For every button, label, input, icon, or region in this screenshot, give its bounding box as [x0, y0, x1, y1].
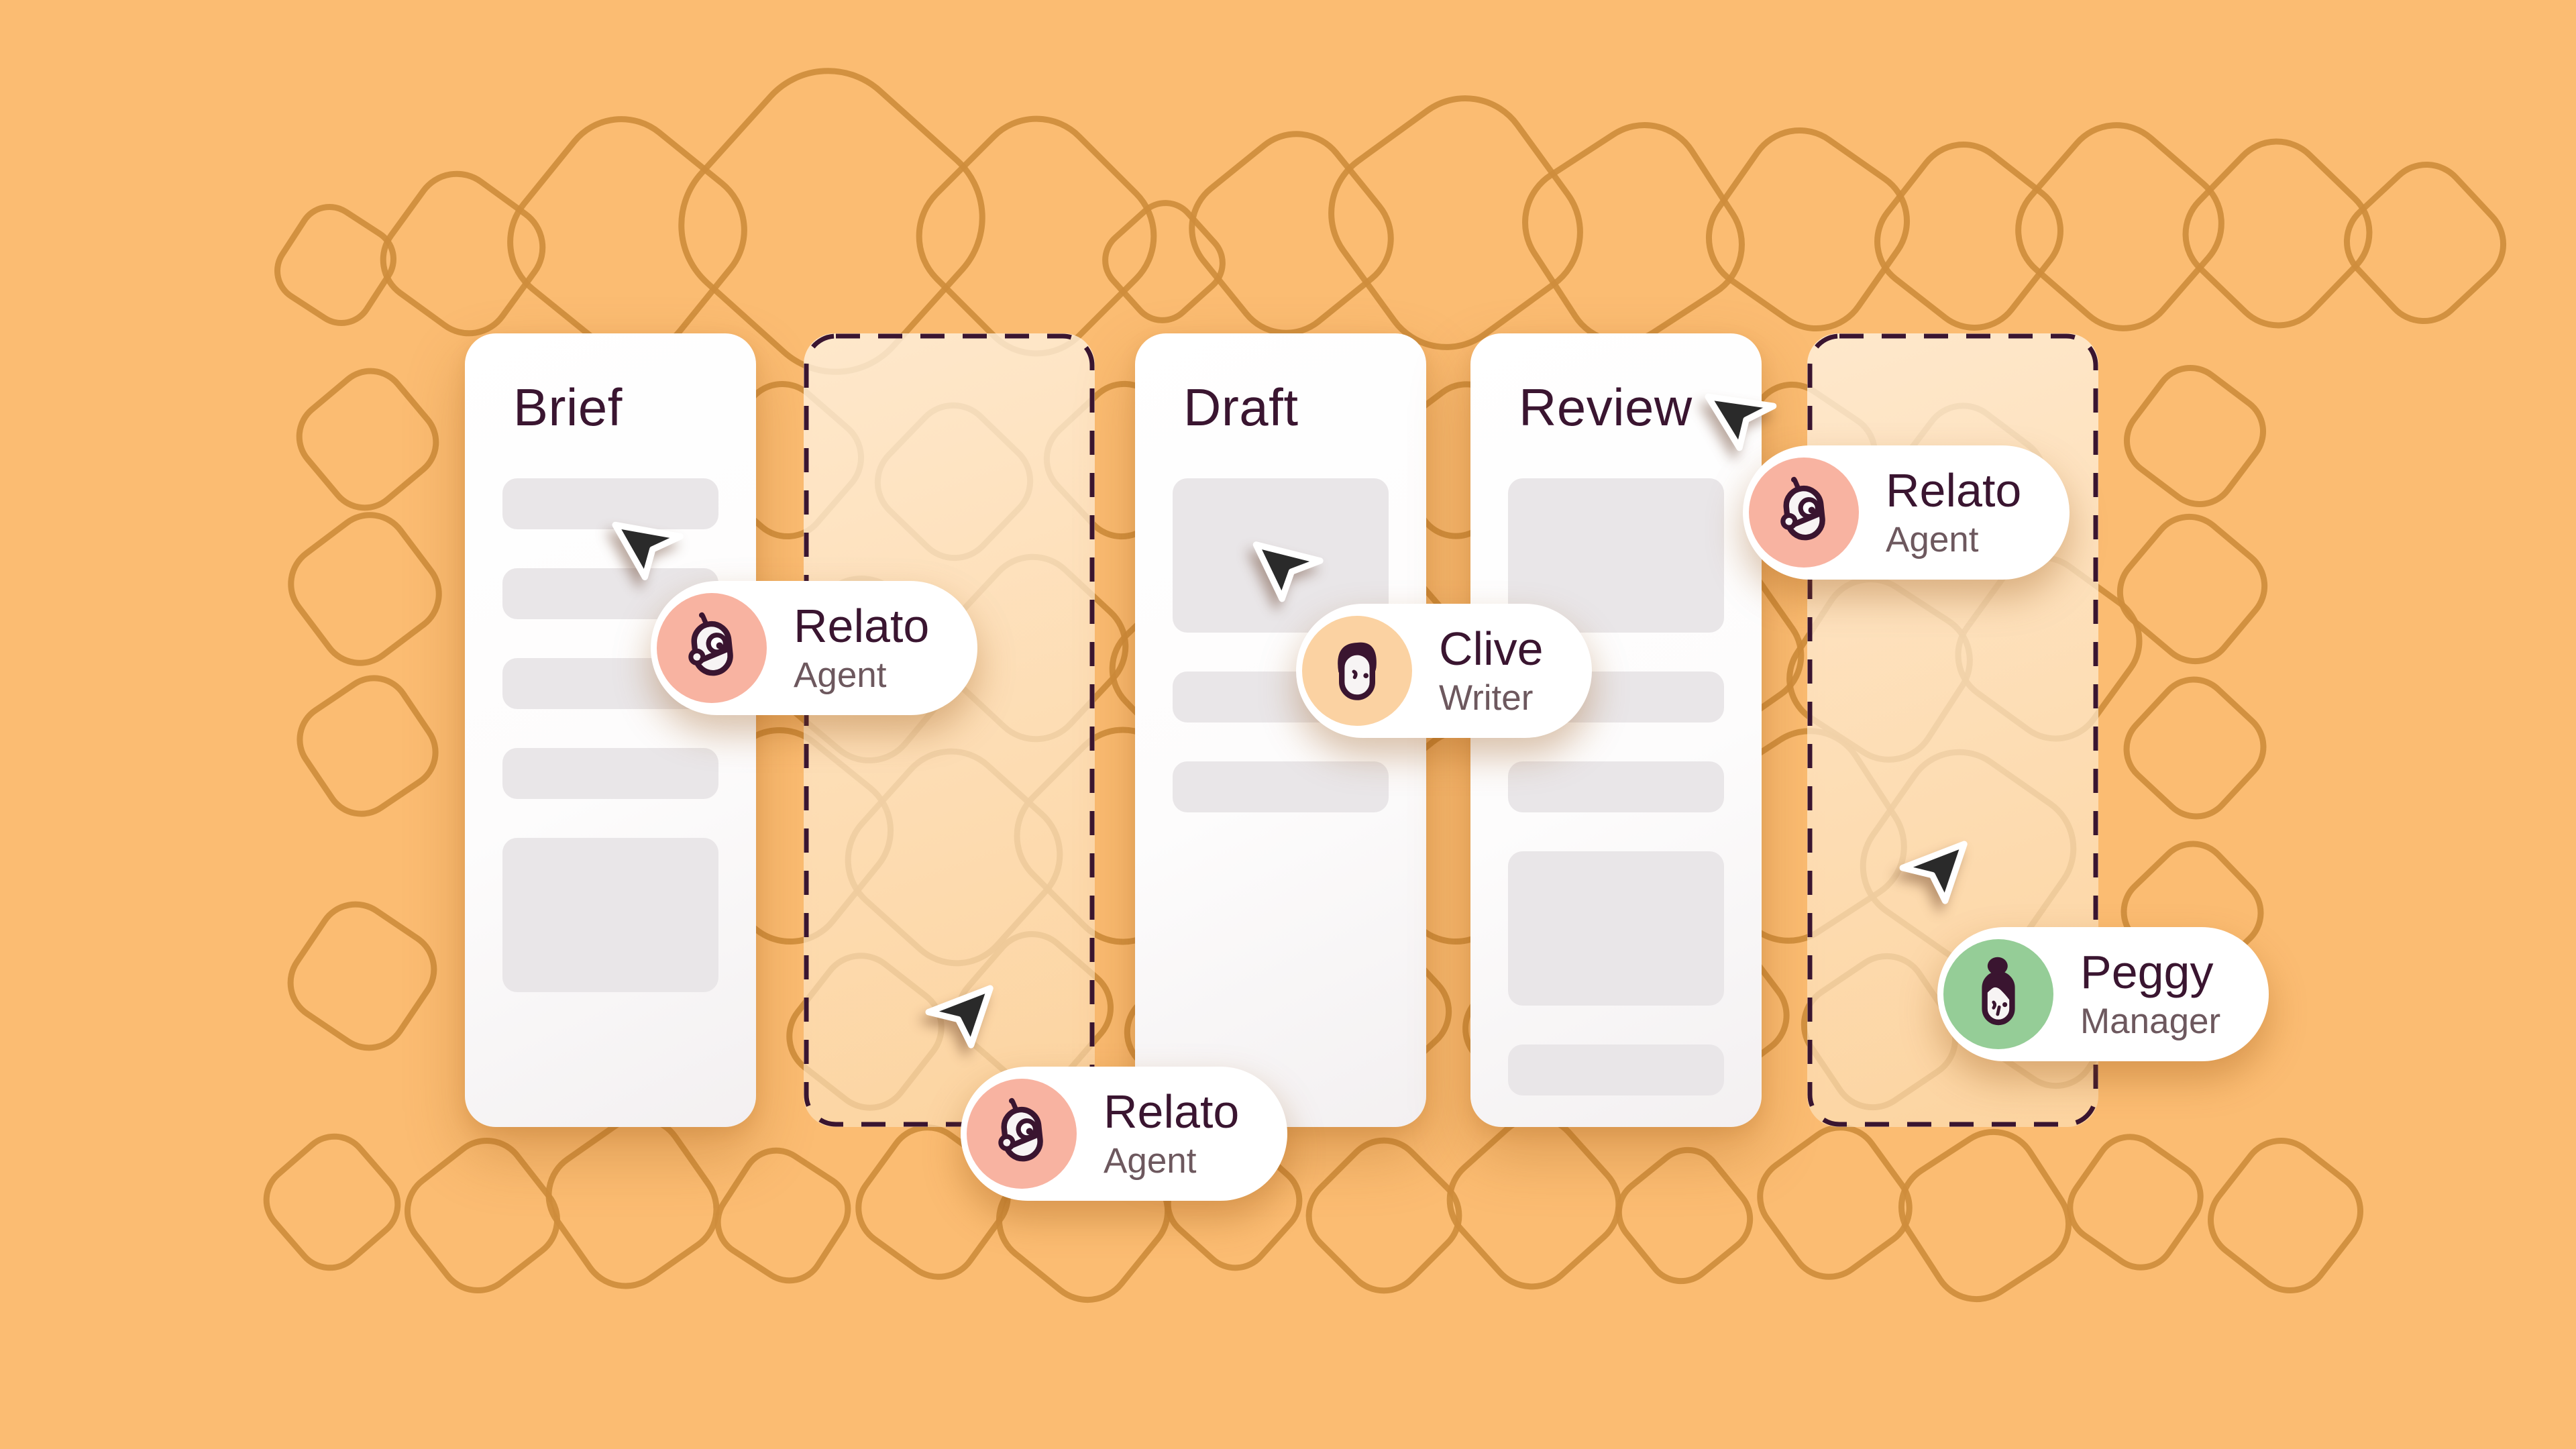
- user-badge-relato-agent-3[interactable]: Relato Agent: [961, 1067, 1288, 1201]
- column-review[interactable]: Review: [1470, 333, 1762, 1127]
- user-badge-relato-agent-2[interactable]: Relato Agent: [1743, 445, 2070, 580]
- dashed-border-icon: [1807, 333, 2098, 1127]
- badge-name: Clive: [1439, 622, 1544, 675]
- badge-role: Agent: [1104, 1141, 1197, 1181]
- cursor-pointer-review[interactable]: [1701, 374, 1786, 458]
- column-title-brief: Brief: [513, 378, 623, 437]
- robot-icon: [688, 612, 733, 676]
- cursor-pointer-peggy[interactable]: [1892, 828, 1976, 913]
- user-badge-relato-agent-1[interactable]: Relato Agent: [651, 581, 978, 715]
- column-title-draft: Draft: [1183, 378, 1299, 437]
- man-face-icon: [1338, 642, 1377, 700]
- skeleton-block: [502, 837, 718, 992]
- column-title-review: Review: [1519, 378, 1693, 437]
- badge-name: Relato: [1886, 464, 2022, 517]
- cursor-pointer-brief[interactable]: [608, 503, 692, 588]
- card-skeleton-brief: [502, 478, 718, 992]
- badge-role: Manager: [2080, 1002, 2221, 1042]
- relato-avatar: [967, 1079, 1077, 1189]
- relato-avatar: [657, 593, 767, 703]
- skeleton-bar: [1508, 1044, 1724, 1095]
- card-skeleton-review: [1508, 478, 1724, 1095]
- clive-avatar: [1302, 616, 1412, 726]
- peggy-avatar: [1943, 939, 2053, 1049]
- skeleton-bar: [1173, 761, 1389, 812]
- cursor-pointer-relato-drop[interactable]: [918, 973, 1002, 1057]
- user-badge-clive-writer[interactable]: Clive Writer: [1296, 604, 1592, 738]
- robot-icon: [998, 1097, 1043, 1162]
- skeleton-bar: [502, 478, 718, 529]
- robot-icon: [1780, 476, 1825, 541]
- badge-name: Relato: [1104, 1085, 1240, 1138]
- skeleton-bar: [502, 747, 718, 799]
- column-brief[interactable]: Brief: [465, 333, 756, 1127]
- badge-role: Writer: [1439, 678, 1534, 718]
- skeleton-block: [1508, 851, 1724, 1006]
- user-badge-peggy-manager[interactable]: Peggy Manager: [1937, 927, 2269, 1061]
- badge-name: Relato: [794, 599, 930, 652]
- badge-role: Agent: [794, 655, 887, 696]
- cursor-pointer-draft[interactable]: [1247, 525, 1332, 610]
- skeleton-bar: [1508, 761, 1724, 812]
- relato-avatar: [1749, 458, 1859, 568]
- dashed-border-icon: [804, 333, 1095, 1127]
- badge-role: Agent: [1886, 520, 1979, 560]
- card-skeleton-draft: [1173, 478, 1389, 812]
- dropzone-column-1[interactable]: [804, 333, 1095, 1127]
- badge-name: Peggy: [2080, 945, 2214, 998]
- woman-face-icon: [1982, 957, 2015, 1026]
